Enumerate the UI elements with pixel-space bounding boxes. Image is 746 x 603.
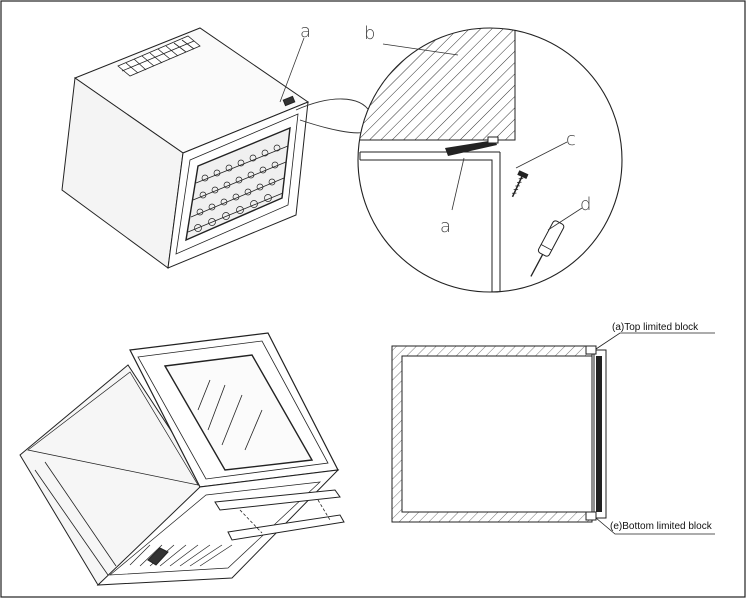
appliance-bottom-left	[19, 332, 345, 586]
cabinet-interior	[401, 355, 593, 513]
label-top-limited-block: (a)Top limited block	[612, 322, 699, 333]
cabinet-edge	[360, 159, 493, 292]
bracket-plate-top	[214, 489, 341, 511]
top-limited-block	[585, 345, 597, 355]
label-b: b	[364, 23, 375, 44]
label-a-bottom: a	[440, 216, 451, 237]
wine-bottles	[194, 144, 281, 232]
bottom-limited-block	[585, 511, 597, 521]
top-hinge	[282, 95, 296, 107]
label-c: c	[566, 129, 576, 150]
bracket-plate-bottom	[227, 514, 345, 541]
top-vent	[117, 35, 201, 77]
leader-a-top	[279, 37, 305, 103]
leader-curve-upper	[295, 98, 371, 113]
appliance-top-left	[61, 27, 310, 269]
leader-curve-lower	[299, 119, 366, 134]
door-seal	[596, 356, 602, 512]
hinge-detail-circle	[357, 27, 623, 293]
label-d: d	[580, 194, 591, 215]
wine-shelves	[187, 145, 289, 233]
label-a-top: a	[300, 21, 311, 42]
screw-icon	[511, 170, 529, 198]
door-glass-bottom	[163, 354, 314, 471]
label-bottom-limited-block: (e)Bottom limited block	[610, 521, 713, 532]
hinge-bracket	[445, 140, 497, 156]
plan-view	[391, 332, 715, 535]
